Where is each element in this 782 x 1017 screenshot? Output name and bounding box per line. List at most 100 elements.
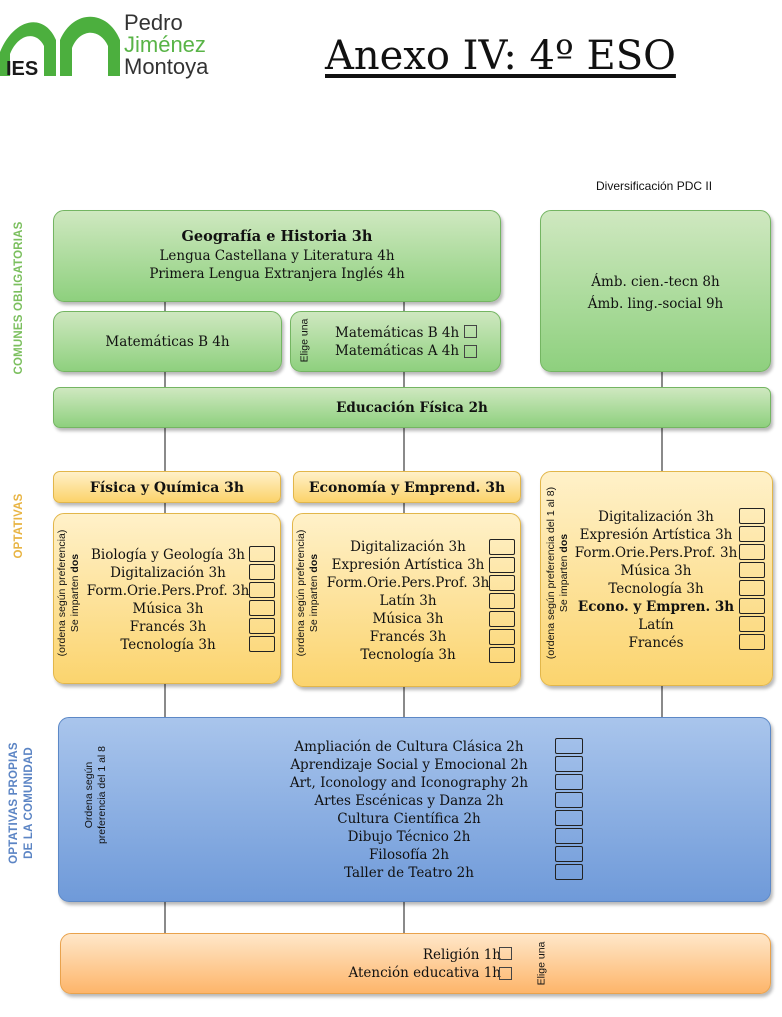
religion-elige-label: Elige una bbox=[535, 941, 548, 986]
col3-item: Form.Orie.Pers.Prof. 3h bbox=[574, 545, 738, 561]
section-comunes-label: COMUNES OBLIGATORIAS bbox=[13, 221, 25, 375]
rank-box-propias-4[interactable] bbox=[555, 792, 583, 808]
col3-item: Francés bbox=[628, 635, 684, 651]
propias-item: Art, Iconology and Iconography 2h bbox=[289, 775, 529, 791]
rank-box-propias-1[interactable] bbox=[555, 738, 583, 754]
col1-item: Form.Orie.Pers.Prof. 3h bbox=[86, 583, 250, 599]
rank-box-col3-3[interactable] bbox=[739, 544, 765, 560]
col2-note: (ordena según preferencia) Se imparten d… bbox=[295, 518, 321, 668]
col2-header: Economía y Emprend. 3h bbox=[293, 471, 521, 503]
col1-note-bold: dos bbox=[69, 553, 81, 573]
rank-box-propias-2[interactable] bbox=[555, 756, 583, 772]
col3-note-bold: dos bbox=[558, 533, 570, 553]
col3-item: Latín bbox=[638, 617, 674, 633]
propias-item: Taller de Teatro 2h bbox=[344, 865, 474, 881]
col2-note-line1: (ordena según preferencia) bbox=[295, 529, 307, 657]
col3-item: Digitalización 3h bbox=[598, 509, 714, 525]
rank-box-col3-5[interactable] bbox=[739, 580, 765, 596]
propias-item: Cultura Científica 2h bbox=[337, 811, 481, 827]
col2-item: Latín 3h bbox=[379, 593, 437, 609]
col3-item: Música 3h bbox=[620, 563, 692, 579]
col3-note-line1: (ordena según preferencia del 1 al 8) bbox=[545, 486, 557, 660]
option-matematicas-a: Matemáticas A 4h bbox=[335, 343, 460, 359]
rank-box-col2-7[interactable] bbox=[489, 647, 515, 663]
option-matematicas-b: Matemáticas B 4h bbox=[335, 325, 460, 341]
rank-box-propias-7[interactable] bbox=[555, 846, 583, 862]
rank-box-col3-2[interactable] bbox=[739, 526, 765, 542]
col3-item: Expresión Artística 3h bbox=[579, 527, 733, 543]
rank-box-propias-6[interactable] bbox=[555, 828, 583, 844]
col1-header-label: Física y Química 3h bbox=[89, 480, 245, 496]
rank-box-col3-4[interactable] bbox=[739, 562, 765, 578]
checkbox-atencion-educativa[interactable] bbox=[499, 967, 512, 980]
rank-box-propias-5[interactable] bbox=[555, 810, 583, 826]
col1-header: Física y Química 3h bbox=[53, 471, 281, 503]
rank-box-col2-1[interactable] bbox=[489, 539, 515, 555]
logo-jimenez: Jiménez bbox=[124, 32, 206, 57]
col3-list: Digitalización 3h Expresión Artística 3h… bbox=[571, 508, 741, 652]
col2-item: Francés 3h bbox=[369, 629, 447, 645]
col2-header-label: Economía y Emprend. 3h bbox=[308, 480, 506, 496]
propias-note-line1: Ordena según bbox=[83, 761, 95, 829]
rank-box-propias-3[interactable] bbox=[555, 774, 583, 790]
option-atencion-educativa: Atención educativa 1h bbox=[348, 965, 501, 981]
col3-note: (ordena según preferencia del 1 al 8) Se… bbox=[545, 468, 571, 678]
pdc-box: Ámb. cien.-tecn 8h Ámb. ling.-social 9h bbox=[540, 210, 771, 372]
matematicas-b-label: Matemáticas B 4h bbox=[105, 334, 230, 350]
option-religion: Religión 1h bbox=[422, 947, 501, 963]
rank-box-col1-5[interactable] bbox=[249, 618, 275, 634]
pdc-line1: Ámb. cien.-tecn 8h bbox=[591, 274, 720, 290]
checkbox-matematicas-b[interactable] bbox=[464, 325, 477, 338]
page-title: Anexo IV: 4º ESO bbox=[325, 33, 676, 79]
col1-item: Francés 3h bbox=[129, 619, 207, 635]
col3-box: (ordena según preferencia del 1 al 8) Se… bbox=[540, 471, 773, 686]
rank-box-col3-8[interactable] bbox=[739, 634, 765, 650]
rank-box-col1-4[interactable] bbox=[249, 600, 275, 616]
rank-box-col3-1[interactable] bbox=[739, 508, 765, 524]
rank-box-col1-1[interactable] bbox=[249, 546, 275, 562]
section-propias-line1: OPTATIVAS PROPIAS bbox=[8, 742, 20, 864]
rank-box-col3-6[interactable] bbox=[739, 598, 765, 614]
propias-item: Ampliación de Cultura Clásica 2h bbox=[294, 739, 524, 755]
checkbox-matematicas-a[interactable] bbox=[464, 345, 477, 358]
col1-note-line2: Se imparten dos bbox=[69, 518, 82, 668]
checkbox-religion[interactable] bbox=[499, 947, 512, 960]
rank-box-propias-8[interactable] bbox=[555, 864, 583, 880]
col1-note-pre: Se imparten bbox=[69, 572, 81, 633]
col2-note-pre: Se imparten bbox=[308, 572, 320, 633]
comunes-line2: Lengua Castellana y Literatura 4h bbox=[159, 248, 395, 264]
propias-item: Aprendizaje Social y Emocional 2h bbox=[290, 757, 528, 773]
rank-box-col1-2[interactable] bbox=[249, 564, 275, 580]
comunes-line3: Primera Lengua Extranjera Inglés 4h bbox=[149, 266, 405, 282]
logo-pedro: Pedro bbox=[124, 10, 183, 35]
propias-item: Dibujo Técnico 2h bbox=[347, 829, 471, 845]
educacion-fisica-box: Educación Física 2h bbox=[53, 387, 771, 428]
col1-item: Tecnología 3h bbox=[120, 637, 216, 653]
educacion-fisica-label: Educación Física 2h bbox=[336, 400, 488, 416]
propias-item: Artes Escénicas y Danza 2h bbox=[314, 793, 504, 809]
col2-item: Form.Orie.Pers.Prof. 3h bbox=[326, 575, 490, 591]
rank-box-col2-4[interactable] bbox=[489, 593, 515, 609]
rank-box-col2-2[interactable] bbox=[489, 557, 515, 573]
rank-box-col2-5[interactable] bbox=[489, 611, 515, 627]
logo-arches-icon bbox=[0, 16, 120, 76]
rank-box-col1-3[interactable] bbox=[249, 582, 275, 598]
logo-montoya: Montoya bbox=[124, 54, 209, 79]
col3-item: Econo. y Empren. 3h bbox=[577, 599, 735, 615]
col1-list: Biología y Geología 3h Digitalización 3h… bbox=[82, 546, 254, 654]
col2-item: Música 3h bbox=[372, 611, 444, 627]
rank-box-col2-3[interactable] bbox=[489, 575, 515, 591]
col1-item: Digitalización 3h bbox=[110, 565, 226, 581]
col2-box: (ordena según preferencia) Se imparten d… bbox=[292, 513, 521, 687]
matematicas-b-box: Matemáticas B 4h bbox=[53, 311, 282, 372]
religion-list: Religión 1h Atención educativa 1h bbox=[331, 946, 501, 982]
rank-box-col1-6[interactable] bbox=[249, 636, 275, 652]
rank-box-col2-6[interactable] bbox=[489, 629, 515, 645]
propias-list: Ampliación de Cultura Clásica 2h Aprendi… bbox=[279, 738, 539, 882]
col2-item: Tecnología 3h bbox=[360, 647, 456, 663]
col1-note-line1: (ordena según preferencia) bbox=[56, 529, 68, 657]
propias-note: Ordena según preferencia del 1 al 8 bbox=[83, 735, 109, 855]
section-propias-line2: DE LA COMUNIDAD bbox=[23, 747, 35, 859]
rank-box-col3-7[interactable] bbox=[739, 616, 765, 632]
col2-note-bold: dos bbox=[308, 553, 320, 573]
